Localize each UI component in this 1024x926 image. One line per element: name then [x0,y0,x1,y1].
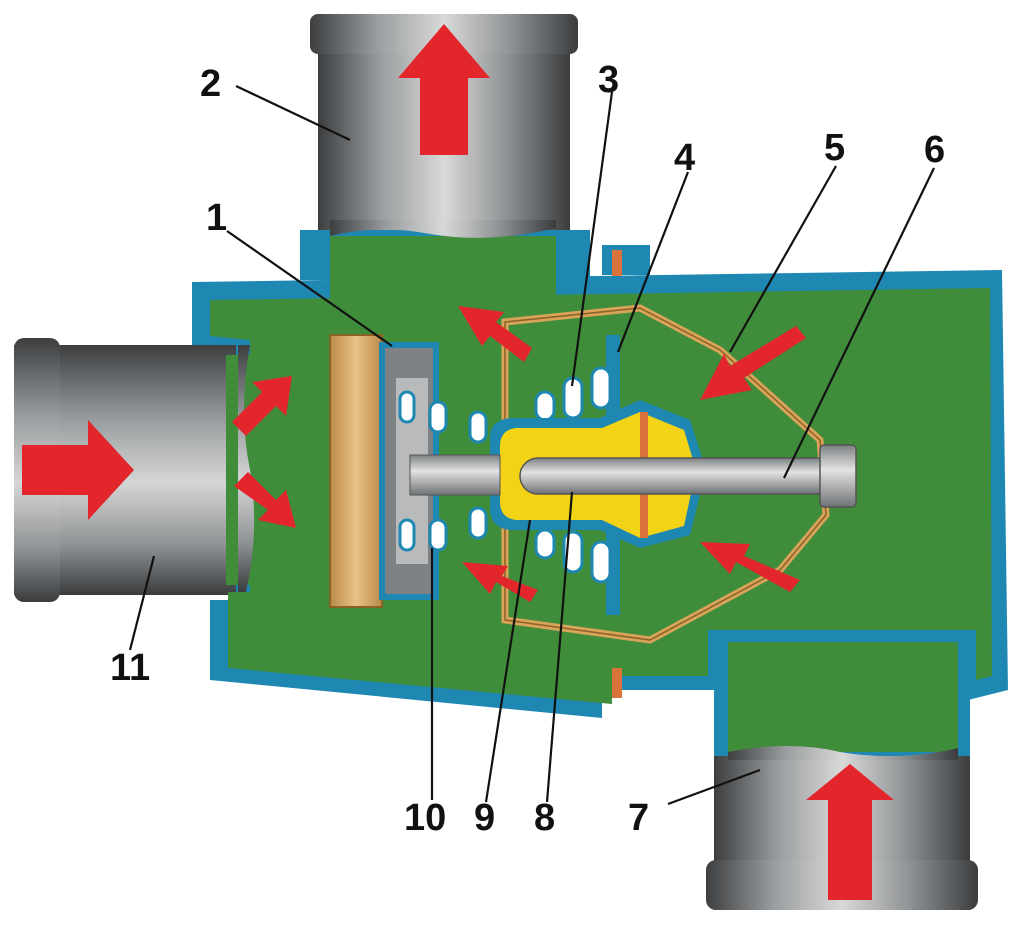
bypass-spring [398,390,488,552]
callout-3: 3 [598,59,619,101]
piston-rod [409,444,857,508]
callout-10: 10 [404,797,446,839]
callout-8: 8 [534,797,555,839]
leader-lines [128,85,935,806]
flow-arrow-top-outlet [398,24,490,155]
callout-11: 11 [110,647,150,689]
callout-5: 5 [824,127,845,169]
callout-2: 2 [200,63,221,105]
callout-4: 4 [674,137,695,179]
callout-6: 6 [924,129,945,171]
callout-1: 1 [206,197,227,239]
main-valve-frame [501,304,830,644]
callout-9: 9 [474,797,495,839]
flow-arrow-left-inlet [22,420,134,520]
flow-arrow-bottom-inlet [806,764,894,900]
callout-7: 7 [628,797,649,839]
main-spring [534,366,612,584]
